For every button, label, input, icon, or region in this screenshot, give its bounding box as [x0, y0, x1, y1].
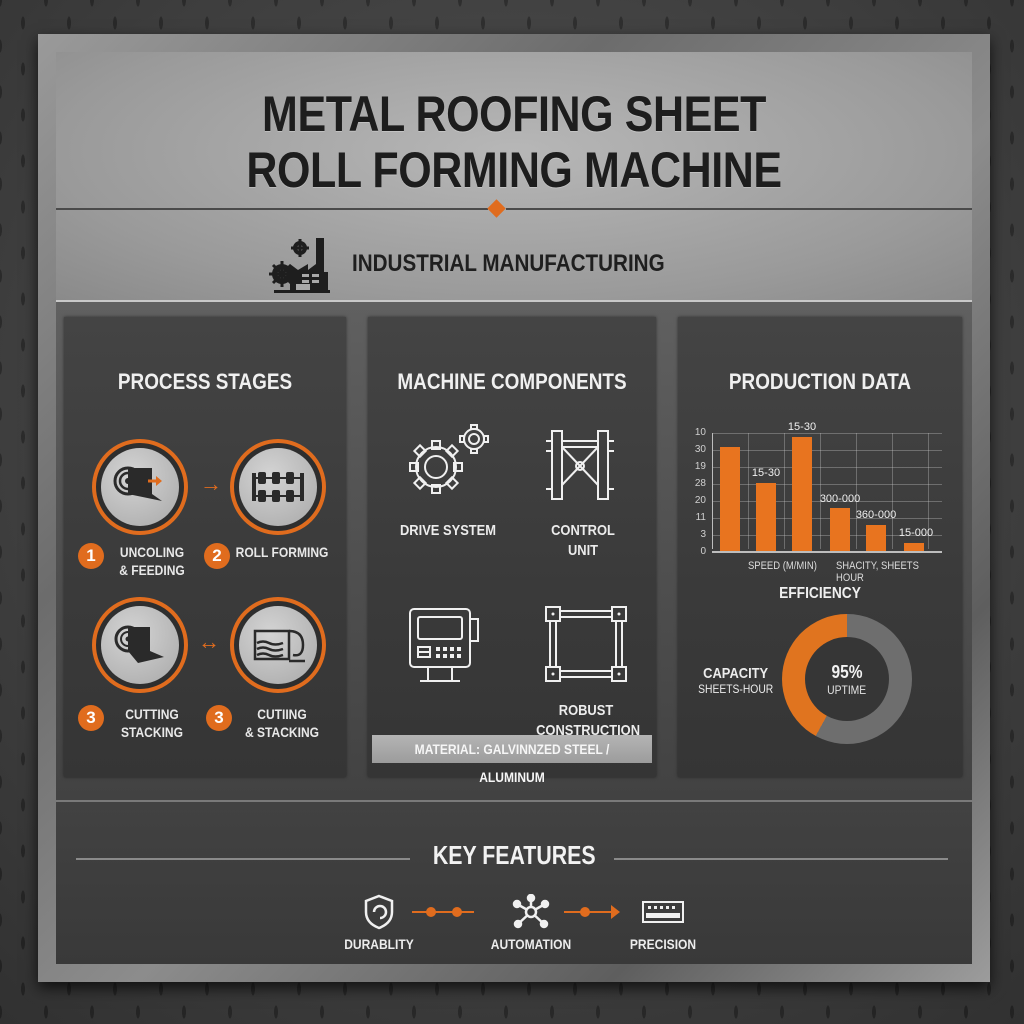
stage-4-circle [230, 597, 326, 693]
gears-icon [409, 424, 489, 494]
subtitle: INDUSTRIAL MANUFACTURING [352, 250, 665, 277]
key-features-rule-right [614, 858, 948, 860]
component-label-control: CONTROL UNIT [551, 522, 615, 559]
metal-frame: METAL ROOFING SHEET ROLL FORMING MACHINE [38, 34, 990, 982]
y-tick: 10 [694, 427, 706, 438]
stage-1-label: UNCOLING & FEEDING [119, 544, 185, 578]
stage-4-label: CUTIING & STACKING [244, 706, 320, 740]
y-tick: 11 [695, 512, 706, 523]
panel-title: MACHINE COMPONENTS [397, 369, 627, 394]
network-hub-icon [512, 894, 550, 929]
stage-3-circle [92, 597, 188, 693]
feature-label: AUTOMATION [490, 936, 572, 952]
y-tick: 19 [694, 461, 706, 472]
diamond-ornament-icon [487, 199, 506, 218]
capacity-title: CAPACITY [703, 665, 769, 682]
step-badge-4: 3 [206, 705, 232, 731]
title-line-2: ROLL FORMING MACHINE [246, 142, 782, 198]
feature-precision: PRECISION [608, 892, 718, 952]
frame-cross-icon [546, 430, 614, 500]
feature-label: DURABLITY [344, 936, 414, 952]
step-badge-2: 2 [204, 543, 230, 569]
component-label-drive: DRIVE SYSTEM [399, 522, 497, 539]
stage-2-circle [230, 439, 326, 535]
efficiency-donut-chart [782, 614, 912, 744]
donut-value: 95% [831, 661, 863, 682]
material-bar: MATERIAL: GALVINNZED STEEL / ALUMINUM [372, 735, 652, 785]
section-separator [56, 800, 972, 802]
title-divider [56, 199, 972, 218]
bar-capacity-1 [830, 508, 850, 551]
panel-title: PROCESS STAGES [117, 369, 293, 394]
coil-unroll-icon [113, 466, 162, 501]
subtitle-row: INDUSTRIAL MANUFACTURING [268, 234, 716, 294]
material-text: MATERIAL: GALVINNZED STEEL / ALUMINUM [414, 741, 610, 785]
bar-chart: 10 30 19 28 20 11 3 0 [692, 417, 954, 584]
y-tick: 28 [694, 478, 706, 489]
y-tick: 0 [700, 546, 706, 557]
bar-label: 15-000 [898, 527, 934, 539]
step-badge-1: 1 [78, 543, 104, 569]
arrow-right-icon: → [200, 471, 222, 496]
donut-center: 95% UPTIME [782, 614, 912, 744]
stage-2-label: ROLL FORMING [235, 544, 329, 560]
bar-capacity-3 [904, 543, 924, 551]
production-data-panel: PRODUCTION DATA 10 30 19 28 20 11 3 0 [678, 317, 962, 777]
efficiency-title: EFFICIENCY [779, 585, 861, 602]
stage-3-label: CUTTING STACKING [120, 706, 183, 740]
x-axis-label-capacity: SHACITY, SHEETS HOUR [836, 560, 919, 584]
panel-title: PRODUCTION DATA [728, 369, 912, 394]
y-tick: 30 [694, 444, 706, 455]
shield-icon [364, 894, 394, 930]
bar-label: 15-30 [751, 467, 781, 479]
donut-subtitle: UPTIME [827, 682, 867, 697]
process-stages-panel: PROCESS STAGES → [64, 317, 346, 777]
bar-speed-2 [756, 483, 776, 551]
coil-sheet-icon [114, 625, 164, 663]
stage-1-circle [92, 439, 188, 535]
connector-arrow [564, 905, 620, 919]
capacity-label: CAPACITY SHEETS-HOUR [698, 665, 773, 696]
y-tick: 20 [694, 495, 706, 506]
bar-speed-3 [792, 437, 812, 551]
feature-label: PRECISION [629, 936, 697, 952]
key-features-rule-left [76, 858, 410, 860]
step-badge-3: 3 [78, 705, 104, 731]
control-panel-icon [409, 608, 479, 682]
bar-label: 360-000 [855, 509, 897, 521]
page-title: METAL ROOFING SHEET ROLL FORMING MACHINE [120, 86, 908, 198]
y-tick: 3 [700, 529, 706, 540]
bar-label: 15-30 [787, 421, 817, 433]
key-features-title: KEY FEATURES [432, 840, 596, 870]
title-line-1: METAL ROOFING SHEET [262, 86, 766, 142]
factory-gears-icon [269, 238, 330, 293]
bar-label: 300-000 [819, 493, 861, 505]
feature-automation: AUTOMATION [476, 892, 586, 952]
x-axis-label-speed: SPEED (M/MIN) [748, 560, 817, 572]
gauge-display-icon [642, 901, 684, 923]
capacity-unit: SHEETS-HOUR [698, 682, 774, 696]
poster-inner: METAL ROOFING SHEET ROLL FORMING MACHINE [56, 52, 972, 964]
arrow-bidirectional-icon: ↔ [198, 629, 220, 654]
connector-line [412, 907, 474, 917]
content-area: PROCESS STAGES → [56, 302, 972, 964]
machine-components-panel: MACHINE COMPONENTS [368, 317, 656, 785]
square-frame-icon [545, 606, 627, 682]
bar-capacity-2 [866, 525, 886, 551]
feature-durability: DURABLITY [324, 892, 434, 952]
component-label-construction: ROBUST CONSTRUCTION [536, 702, 641, 739]
header: METAL ROOFING SHEET ROLL FORMING MACHINE [56, 52, 972, 302]
sheet-roll-stack-icon [253, 629, 305, 663]
roller-set-icon [252, 472, 304, 502]
bar-speed-1 [720, 447, 740, 551]
